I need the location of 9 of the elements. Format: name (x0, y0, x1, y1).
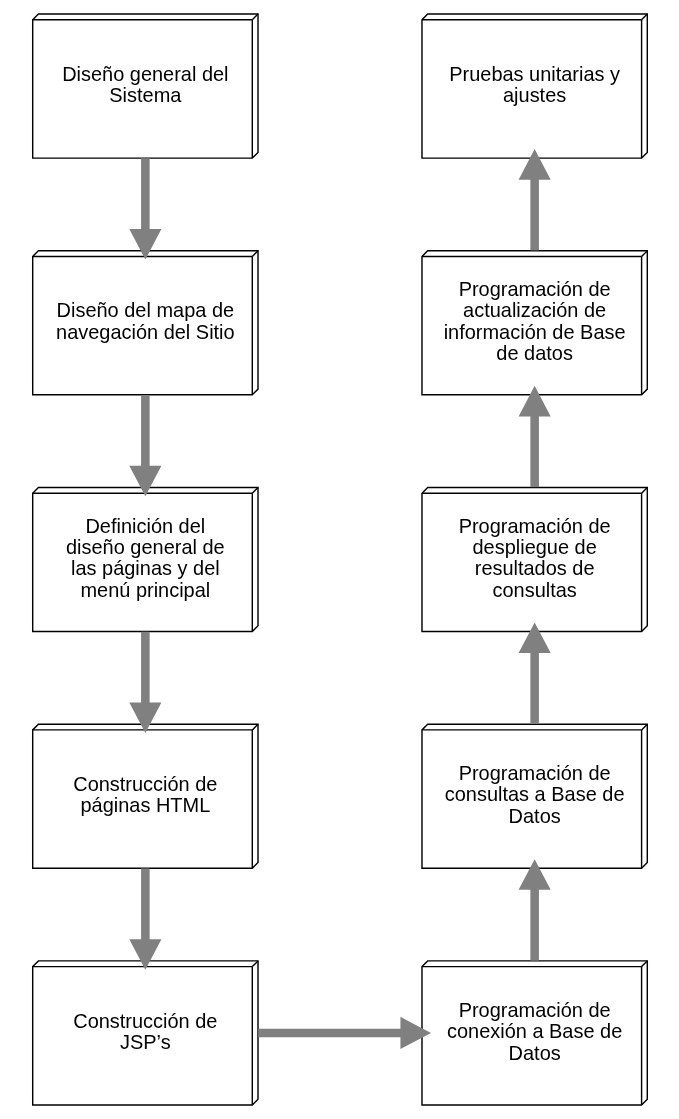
arrow (257, 1016, 431, 1049)
arrow (518, 385, 551, 488)
arrow (128, 158, 161, 260)
arrow (128, 395, 161, 497)
arrow (128, 631, 161, 734)
arrow (518, 622, 551, 724)
arrow (518, 149, 551, 251)
arrow (128, 868, 161, 970)
arrow (518, 859, 551, 961)
